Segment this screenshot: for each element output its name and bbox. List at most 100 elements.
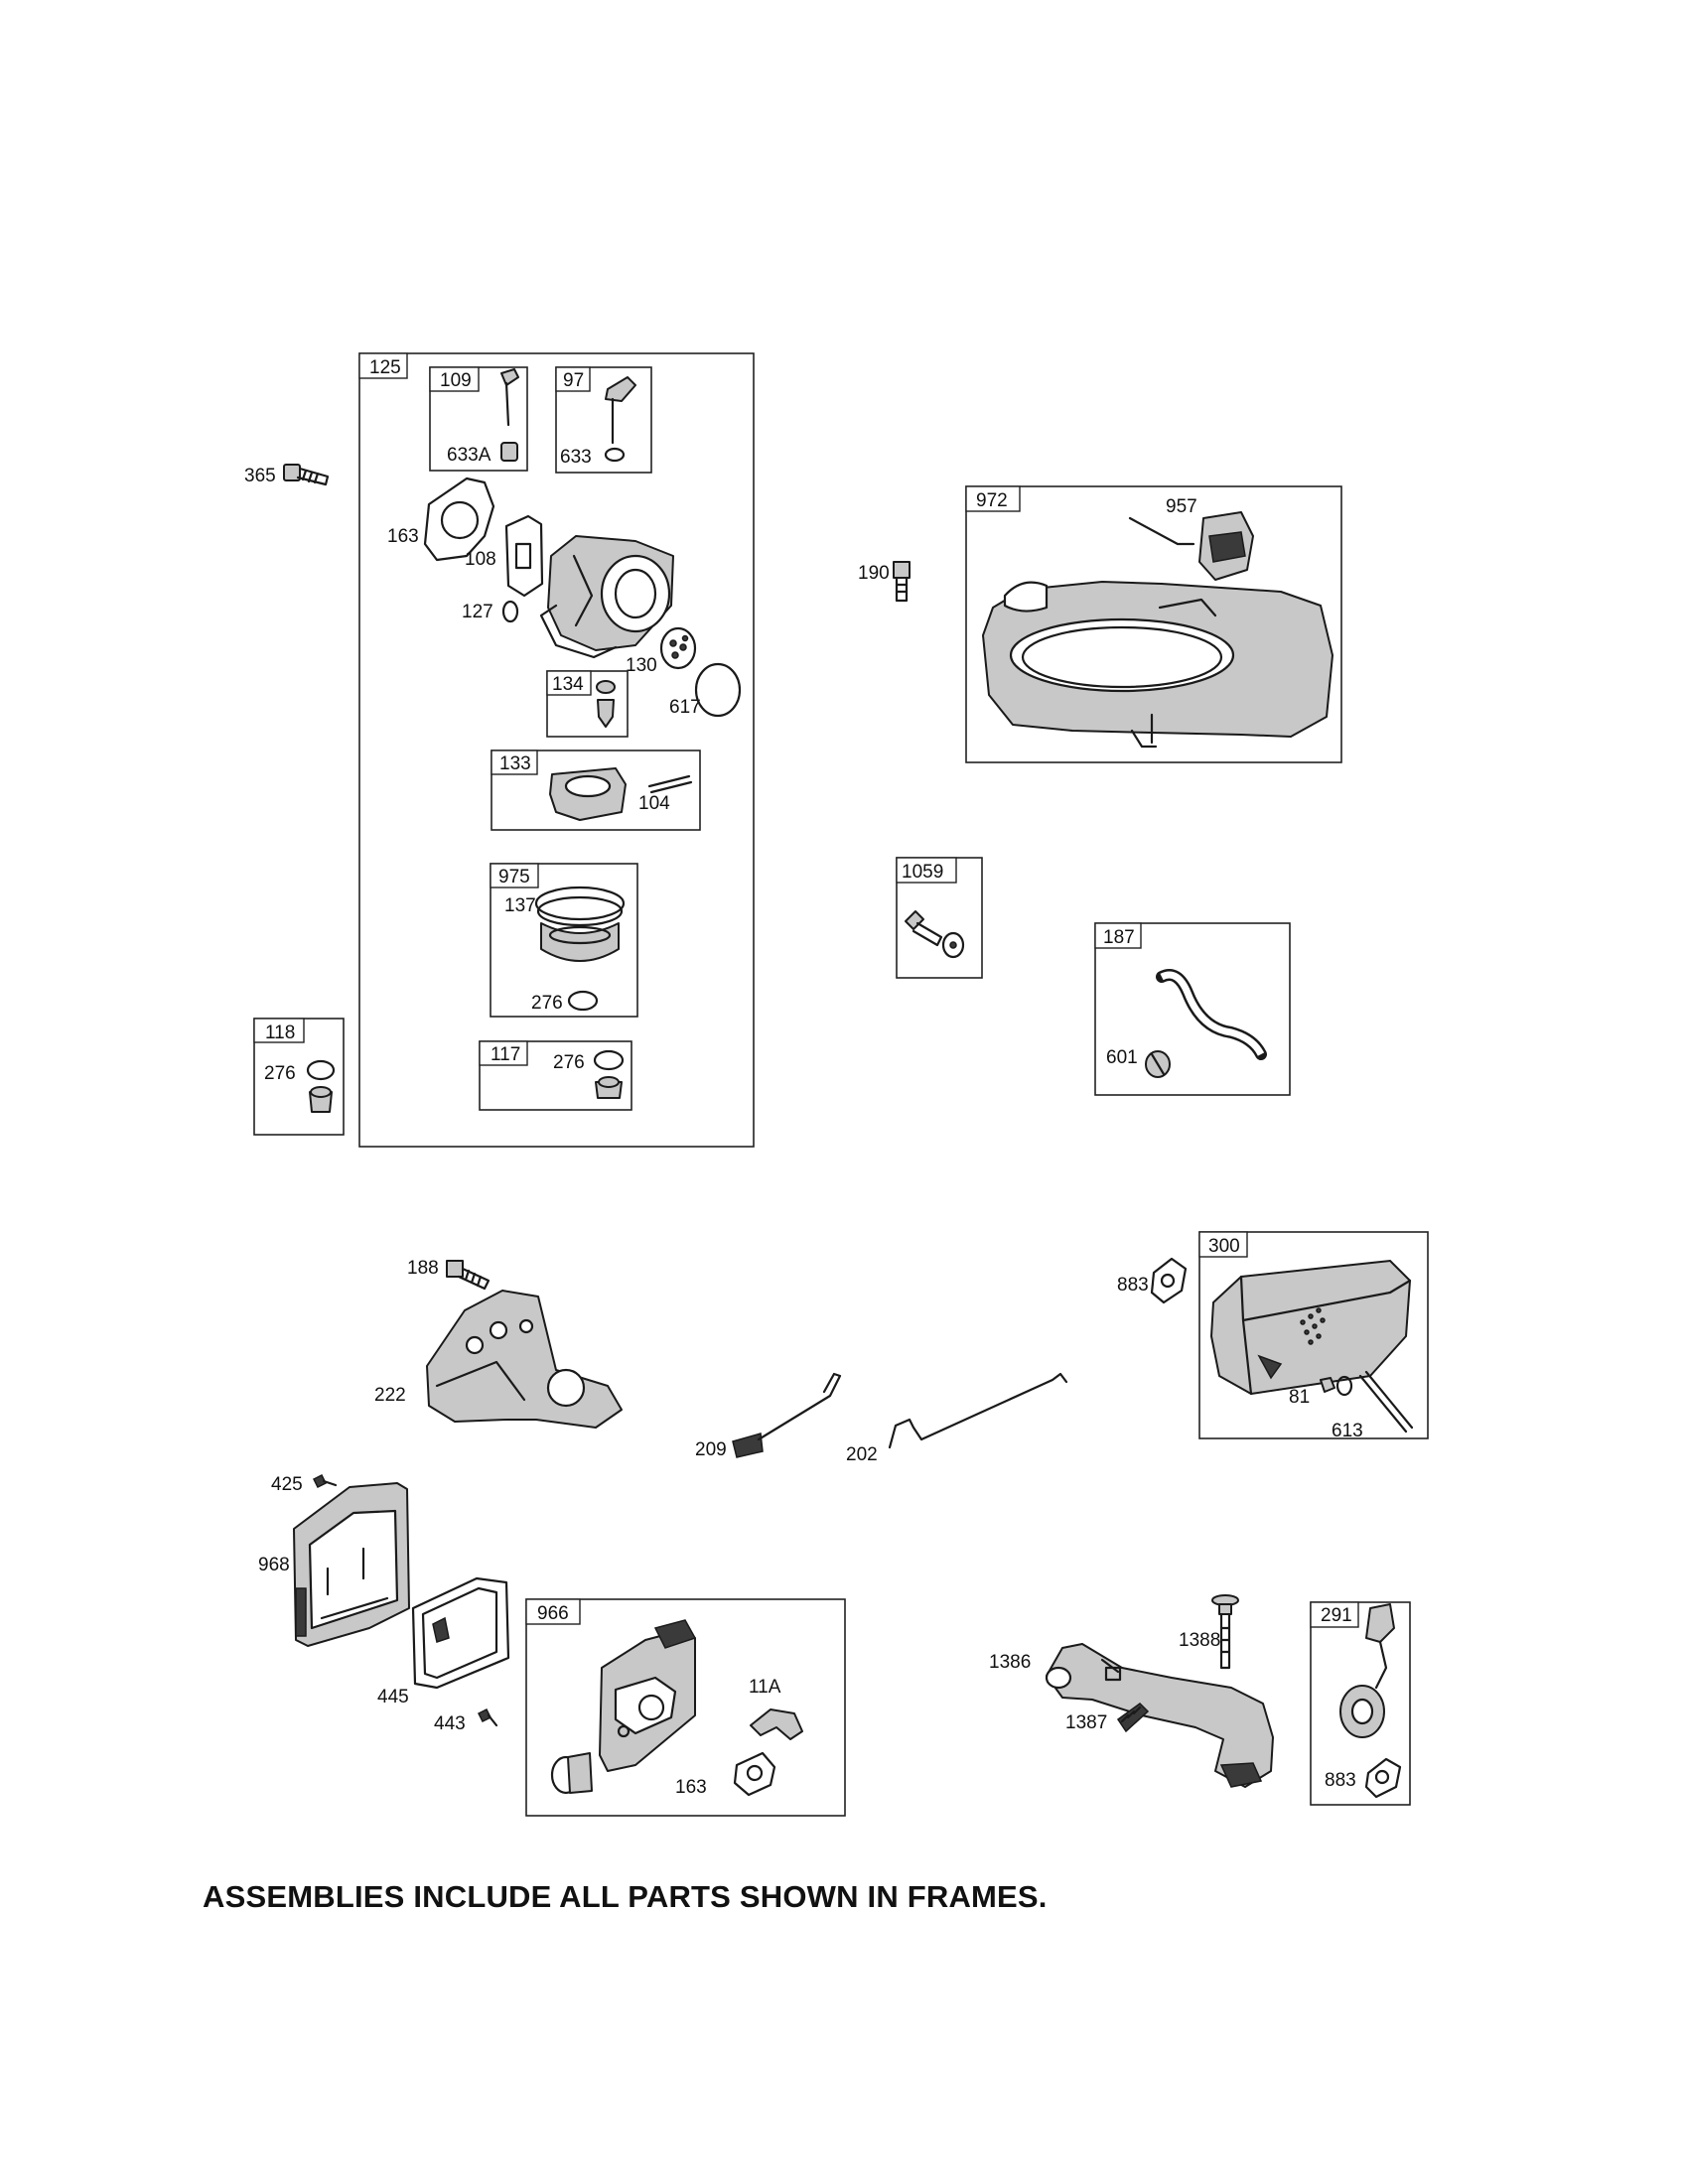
spring-1387: [1116, 1703, 1150, 1733]
oring-127: [501, 600, 519, 623]
gasket-163-bottom: [733, 1751, 776, 1797]
bowl-nut-117: [593, 1049, 625, 1099]
frame-291: [1310, 1601, 1411, 1806]
label-1388: 1388: [1179, 1630, 1220, 1651]
label-276-117: 276: [553, 1052, 585, 1073]
needle-valve-134: [596, 680, 616, 728]
label-104: 104: [638, 793, 670, 814]
fuel-line-187: [1145, 969, 1267, 1078]
frame-125: [358, 352, 755, 1148]
label-291: 291: [1321, 1605, 1352, 1626]
label-1059: 1059: [902, 862, 943, 883]
label-633A: 633A: [447, 445, 491, 466]
label-613: 613: [1332, 1421, 1363, 1441]
frame-300: [1198, 1231, 1429, 1439]
label-130: 130: [626, 655, 657, 676]
label-202: 202: [846, 1444, 878, 1465]
label-425: 425: [271, 1474, 303, 1495]
frame-117: [479, 1040, 632, 1111]
label-11A: 11A: [749, 1677, 781, 1698]
frame-133: [491, 750, 701, 831]
float-bowl-137: [534, 886, 626, 962]
spark-arrester-291: [1339, 1603, 1395, 1738]
label-883-bottom: 883: [1325, 1770, 1356, 1791]
label-163-top: 163: [387, 526, 419, 547]
spring-209: [732, 1372, 842, 1458]
label-617: 617: [669, 697, 701, 718]
label-134: 134: [552, 674, 584, 695]
frame-972: [965, 485, 1342, 763]
gasket-163: [423, 477, 495, 562]
label-163-bottom: 163: [675, 1777, 707, 1798]
label-957: 957: [1166, 496, 1197, 517]
washer-276-bowl: [567, 990, 599, 1012]
label-968: 968: [258, 1555, 290, 1575]
carburetor-body: [539, 535, 674, 659]
gasket-883-bottom: [1364, 1757, 1402, 1799]
bolt-1388: [1211, 1594, 1239, 1670]
screw-443: [477, 1707, 498, 1727]
gasket-108: [504, 514, 544, 598]
label-972: 972: [976, 490, 1008, 511]
label-81: 81: [1289, 1387, 1310, 1408]
label-276-118: 276: [264, 1063, 296, 1084]
label-187: 187: [1103, 927, 1135, 948]
label-300: 300: [1208, 1236, 1240, 1257]
label-137: 137: [504, 895, 536, 916]
label-133: 133: [499, 753, 531, 774]
control-lever-1386: [1045, 1643, 1274, 1788]
label-276-bowl: 276: [531, 993, 563, 1014]
label-1386: 1386: [989, 1652, 1031, 1673]
air-cleaner-base-968: [293, 1482, 410, 1647]
assemblies-note: ASSEMBLIES INCLUDE ALL PARTS SHOWN IN FR…: [203, 1879, 1048, 1914]
governor-link-202: [888, 1372, 1068, 1449]
label-127: 127: [462, 602, 493, 622]
fuel-tank-body: [982, 581, 1333, 749]
fuel-cap-957: [1128, 511, 1254, 581]
screw-425: [312, 1473, 338, 1489]
label-118: 118: [265, 1023, 295, 1043]
muffler-300: [1210, 1260, 1412, 1396]
label-966: 966: [537, 1603, 569, 1624]
bracket-966: [599, 1619, 697, 1772]
label-1387: 1387: [1065, 1712, 1107, 1733]
label-108: 108: [465, 549, 496, 570]
label-601: 601: [1106, 1047, 1138, 1068]
diaphragm-130: [659, 626, 697, 670]
label-633: 633: [560, 447, 592, 468]
bolt-188: [446, 1260, 491, 1291]
bolt-365: [283, 464, 330, 486]
frame-187: [1094, 922, 1291, 1096]
frame-975: [490, 863, 638, 1018]
bowl-nut-118: [306, 1059, 336, 1113]
cup-966: [550, 1752, 593, 1795]
bolt-190: [893, 561, 911, 603]
pin-613: [1358, 1370, 1414, 1433]
frame-966: [525, 1598, 846, 1817]
label-365: 365: [244, 466, 276, 486]
screw-81: [1320, 1375, 1353, 1397]
float-133: [549, 767, 627, 821]
throttle-shaft-109: [500, 368, 519, 462]
pin-104: [647, 774, 693, 794]
label-445: 445: [377, 1687, 409, 1707]
label-109: 109: [440, 370, 472, 391]
bolt-1059: [905, 910, 965, 959]
filter-445: [411, 1576, 510, 1690]
label-883-top: 883: [1117, 1275, 1149, 1296]
label-443: 443: [434, 1713, 466, 1734]
label-209: 209: [695, 1439, 727, 1460]
oring-617: [694, 662, 742, 718]
gasket-883-top: [1150, 1257, 1188, 1304]
frame-97: [555, 366, 652, 474]
label-222: 222: [374, 1385, 406, 1406]
label-975: 975: [498, 867, 530, 887]
choke-shaft-97: [604, 376, 636, 463]
label-125: 125: [369, 357, 401, 378]
label-97: 97: [563, 370, 584, 391]
bracket-222: [426, 1290, 623, 1429]
elbow-11A: [750, 1708, 803, 1740]
label-117: 117: [491, 1044, 520, 1065]
label-190: 190: [858, 563, 890, 584]
